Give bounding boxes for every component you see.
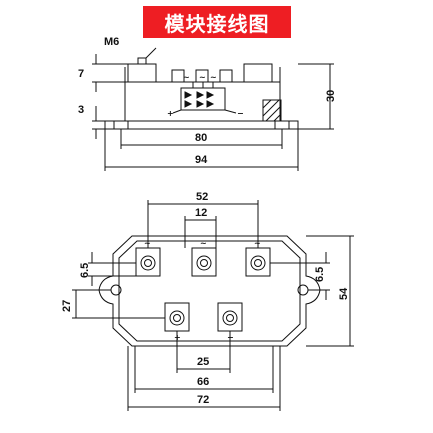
side-base-plate bbox=[104, 120, 299, 130]
side-minus-symbol: − bbox=[237, 109, 244, 118]
terminal-ac2 bbox=[191, 247, 217, 277]
thread-label: M6 bbox=[104, 36, 119, 48]
dim-94: 94 bbox=[195, 154, 208, 166]
terminal-minus bbox=[217, 302, 243, 332]
top-body-outline bbox=[98, 235, 321, 347]
minus-symbol: − bbox=[227, 333, 234, 342]
top-body-inner bbox=[118, 240, 301, 342]
side-left-slot bbox=[113, 120, 129, 130]
ac1-symbol: ~ bbox=[144, 239, 151, 248]
side-view bbox=[92, 47, 334, 171]
dim-25: 25 bbox=[197, 356, 209, 368]
dim-6-5-right: 6.5 bbox=[314, 267, 326, 282]
terminal-ac3 bbox=[245, 247, 271, 277]
labels: M6 7 3 30 80 94 52 12 6.5 27 6.5 54 25 6… bbox=[61, 36, 350, 406]
side-ac-symbol-1: ~ bbox=[183, 73, 190, 82]
dim-80: 80 bbox=[195, 132, 207, 144]
top-dimensions bbox=[72, 200, 354, 411]
plus-symbol: + bbox=[174, 333, 181, 342]
side-ac-symbol-2: ~ bbox=[199, 73, 206, 82]
dim-66: 66 bbox=[197, 376, 209, 388]
dim-27: 27 bbox=[61, 300, 73, 312]
bridge-schematic bbox=[172, 82, 237, 114]
dim-54: 54 bbox=[338, 287, 350, 300]
side-terminals bbox=[127, 47, 273, 83]
ac3-symbol: ~ bbox=[254, 239, 261, 248]
dim-3: 3 bbox=[78, 104, 84, 116]
dim-12: 12 bbox=[195, 207, 207, 219]
dim-6-5-left: 6.5 bbox=[79, 263, 91, 278]
side-screw-block bbox=[262, 99, 282, 122]
m6-leader bbox=[145, 47, 157, 59]
ac2-symbol: ~ bbox=[200, 239, 207, 248]
side-plus-symbol: + bbox=[167, 109, 174, 118]
dim-7: 7 bbox=[78, 68, 84, 80]
dim-30: 30 bbox=[325, 90, 337, 102]
terminal-plus bbox=[164, 302, 190, 332]
side-right-slot bbox=[274, 120, 290, 130]
side-ac-symbol-3: ~ bbox=[210, 73, 217, 82]
title-banner: 模块接线图 bbox=[143, 6, 291, 38]
side-dimensions bbox=[92, 54, 334, 171]
dim-52: 52 bbox=[196, 191, 208, 203]
terminal-ac1 bbox=[135, 247, 161, 277]
dim-72: 72 bbox=[197, 394, 209, 406]
top-view bbox=[72, 200, 354, 411]
